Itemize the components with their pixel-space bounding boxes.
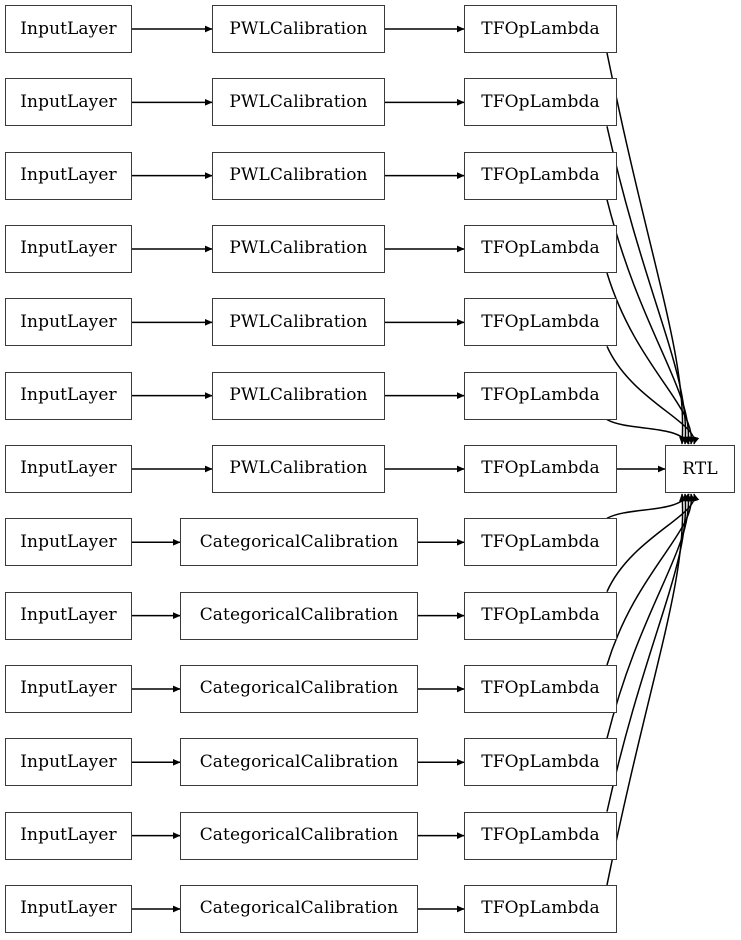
input-layer-node-8[interactable]: InputLayer [5, 518, 132, 567]
input-layer-node-12[interactable]: InputLayer [5, 811, 132, 860]
input-layer-node-11[interactable]: InputLayer [5, 738, 132, 787]
input-layer-node-7[interactable]: InputLayer [5, 444, 132, 493]
node-rtl-label: RTL [682, 458, 718, 479]
edge-lambda-to-rtl-6 [606, 418, 690, 445]
input-layer-node-4-label: InputLayer [20, 238, 117, 259]
edge-lambda-to-rtl-2 [606, 126, 690, 445]
lambda-node-11[interactable]: TFOpLambda [464, 738, 617, 787]
lambda-node-4[interactable]: TFOpLambda [464, 224, 617, 273]
input-layer-node-6[interactable]: InputLayer [5, 371, 132, 420]
lambda-node-5[interactable]: TFOpLambda [464, 298, 617, 347]
lambda-node-4-label: TFOpLambda [481, 238, 600, 259]
lambda-node-3[interactable]: TFOpLambda [464, 151, 617, 200]
lambda-node-5-label: TFOpLambda [481, 311, 600, 332]
calibration-node-1-label: PWLCalibration [229, 18, 368, 39]
calibration-node-9[interactable]: CategoricalCalibration [180, 591, 418, 640]
calibration-node-11[interactable]: CategoricalCalibration [180, 738, 418, 787]
calibration-node-5[interactable]: PWLCalibration [212, 298, 385, 347]
edge-lambda-to-rtl-12 [606, 493, 690, 812]
calibration-node-4-label: PWLCalibration [229, 238, 368, 259]
input-layer-node-2-label: InputLayer [20, 91, 117, 112]
calibration-node-8[interactable]: CategoricalCalibration [180, 518, 418, 567]
lambda-node-13-label: TFOpLambda [481, 898, 600, 919]
input-layer-node-3[interactable]: InputLayer [5, 151, 132, 200]
edge-lambda-to-rtl-10 [606, 493, 696, 666]
lambda-node-2[interactable]: TFOpLambda [464, 78, 617, 127]
input-layer-node-10-label: InputLayer [20, 678, 117, 699]
input-layer-node-9[interactable]: InputLayer [5, 591, 132, 640]
calibration-node-11-label: CategoricalCalibration [199, 751, 399, 772]
calibration-node-5-label: PWLCalibration [229, 311, 368, 332]
calibration-node-4[interactable]: PWLCalibration [212, 224, 385, 273]
input-layer-node-3-label: InputLayer [20, 165, 117, 186]
calibration-node-6-label: PWLCalibration [229, 385, 368, 406]
calibration-node-3[interactable]: PWLCalibration [212, 151, 385, 200]
edge-lambda-to-rtl-9 [606, 493, 700, 592]
lambda-node-7-label: TFOpLambda [481, 458, 600, 479]
lambda-node-8[interactable]: TFOpLambda [464, 518, 617, 567]
input-layer-node-5[interactable]: InputLayer [5, 298, 132, 347]
lambda-node-3-label: TFOpLambda [481, 165, 600, 186]
lambda-node-6-label: TFOpLambda [481, 385, 600, 406]
input-layer-node-11-label: InputLayer [20, 751, 117, 772]
input-layer-node-12-label: InputLayer [20, 825, 117, 846]
calibration-node-9-label: CategoricalCalibration [199, 605, 399, 626]
input-layer-node-10[interactable]: InputLayer [5, 664, 132, 713]
lambda-node-10-label: TFOpLambda [481, 678, 600, 699]
lambda-node-6[interactable]: TFOpLambda [464, 371, 617, 420]
calibration-node-7[interactable]: PWLCalibration [212, 444, 385, 493]
lambda-node-2-label: TFOpLambda [481, 91, 600, 112]
lambda-node-11-label: TFOpLambda [481, 751, 600, 772]
lambda-node-1[interactable]: TFOpLambda [464, 5, 617, 53]
lambda-node-8-label: TFOpLambda [481, 531, 600, 552]
input-layer-node-13[interactable]: InputLayer [5, 884, 132, 933]
input-layer-node-5-label: InputLayer [20, 311, 117, 332]
calibration-node-3-label: PWLCalibration [229, 165, 368, 186]
edge-lambda-to-rtl-11 [606, 493, 693, 739]
input-layer-node-8-label: InputLayer [20, 531, 117, 552]
edge-lambda-to-rtl-1 [606, 52, 686, 445]
calibration-node-2-label: PWLCalibration [229, 91, 368, 112]
node-rtl[interactable]: RTL [665, 445, 735, 493]
lambda-node-13[interactable]: TFOpLambda [464, 884, 617, 933]
calibration-node-2[interactable]: PWLCalibration [212, 78, 385, 127]
lambda-node-10[interactable]: TFOpLambda [464, 664, 617, 713]
input-layer-node-1-label: InputLayer [20, 18, 117, 39]
lambda-node-12-label: TFOpLambda [481, 825, 600, 846]
edge-lambda-to-rtl-3 [606, 199, 693, 445]
edge-lambda-to-rtl-8 [606, 493, 690, 519]
edge-lambda-to-rtl-5 [606, 346, 700, 445]
lambda-node-1-label: TFOpLambda [481, 18, 600, 39]
edge-lambda-to-rtl-4 [606, 272, 696, 445]
lambda-node-7[interactable]: TFOpLambda [464, 444, 617, 493]
edge-lambda-to-rtl-13 [606, 493, 686, 886]
calibration-node-10-label: CategoricalCalibration [199, 678, 399, 699]
lambda-node-9[interactable]: TFOpLambda [464, 591, 617, 640]
calibration-node-1[interactable]: PWLCalibration [212, 5, 385, 53]
calibration-node-6[interactable]: PWLCalibration [212, 371, 385, 420]
calibration-node-7-label: PWLCalibration [229, 458, 368, 479]
lambda-node-12[interactable]: TFOpLambda [464, 811, 617, 860]
input-layer-node-13-label: InputLayer [20, 898, 117, 919]
calibration-node-12-label: CategoricalCalibration [199, 825, 399, 846]
calibration-node-13[interactable]: CategoricalCalibration [180, 884, 418, 933]
input-layer-node-4[interactable]: InputLayer [5, 224, 132, 273]
calibration-node-12[interactable]: CategoricalCalibration [180, 811, 418, 860]
calibration-node-13-label: CategoricalCalibration [199, 898, 399, 919]
input-layer-node-9-label: InputLayer [20, 605, 117, 626]
input-layer-node-2[interactable]: InputLayer [5, 78, 132, 127]
input-layer-node-1[interactable]: InputLayer [5, 5, 132, 53]
calibration-node-8-label: CategoricalCalibration [199, 531, 399, 552]
input-layer-node-7-label: InputLayer [20, 458, 117, 479]
lambda-node-9-label: TFOpLambda [481, 605, 600, 626]
input-layer-node-6-label: InputLayer [20, 385, 117, 406]
calibration-node-10[interactable]: CategoricalCalibration [180, 664, 418, 713]
